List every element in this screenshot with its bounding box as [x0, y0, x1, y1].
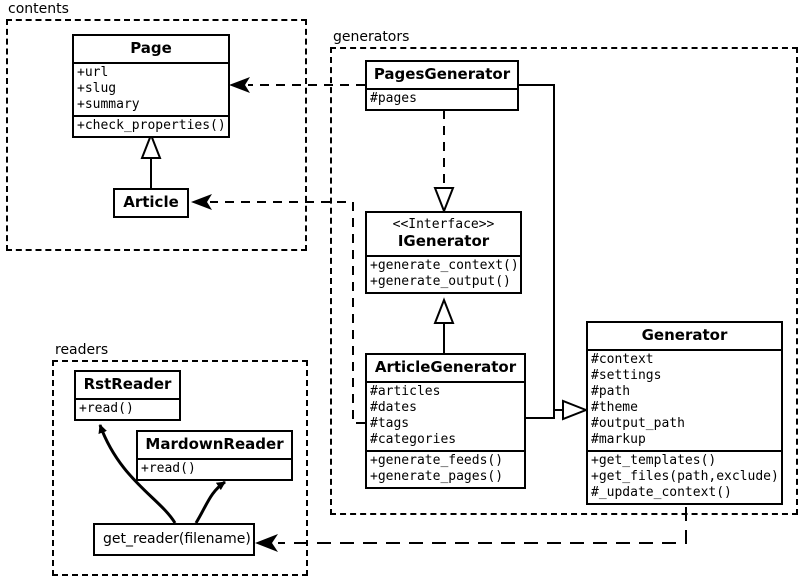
class-igenerator[interactable]: <<Interface>> IGenerator +generate_conte…: [365, 211, 522, 294]
class-article-name: Article: [123, 193, 179, 211]
class-article[interactable]: Article: [113, 188, 189, 218]
operation-row: +get_files(path,exclude): [591, 469, 779, 484]
operation-row: +read(): [141, 461, 196, 476]
class-rstreader-operations: +read(): [76, 398, 179, 419]
class-igenerator-label: IGenerator: [397, 232, 490, 250]
package-contents: [6, 19, 307, 251]
attribute-row: #articles: [370, 384, 441, 399]
relation-pagesgenerator-realizes-igenerator: [433, 110, 455, 214]
attribute-row: #markup: [591, 432, 646, 447]
package-generators: [330, 47, 798, 515]
class-articlegenerator-attributes: #articles #dates #tags #categories: [367, 381, 524, 450]
attribute-row: #theme: [591, 400, 638, 415]
class-generator-operations: +get_templates() +get_files(path,exclude…: [588, 450, 781, 503]
relation-getreader-calls-mardownreader: [194, 480, 226, 524]
relation-articlegenerator-generalizes-generator: [526, 399, 589, 421]
attribute-row: #categories: [370, 432, 457, 447]
operation-row: +generate_output(): [370, 274, 511, 289]
class-generator[interactable]: Generator #context #settings #path #them…: [586, 321, 783, 505]
class-generator-attributes: #context #settings #path #theme #output_…: [588, 349, 781, 450]
operation-row: +check_properties(): [77, 118, 226, 133]
class-mardownreader-name: MardownReader: [145, 435, 284, 453]
attribute-row: #pages: [370, 91, 417, 106]
package-readers: [52, 360, 308, 576]
relation-articlegenerator-generalizes-igenerator: [433, 297, 455, 353]
attribute-row: #settings: [591, 368, 662, 383]
attribute-row: #path: [591, 384, 631, 399]
package-contents-label: contents: [6, 1, 71, 17]
class-mardownreader-operations: +read(): [138, 458, 291, 479]
class-articlegenerator[interactable]: ArticleGenerator #articles #dates #tags …: [365, 353, 526, 489]
relation-pagesgenerator-depends-page: [229, 77, 365, 93]
package-readers-label: readers: [53, 342, 111, 358]
relation-articlegenerator-depends-article: [191, 194, 365, 424]
attribute-row: +slug: [77, 81, 117, 96]
function-get-reader[interactable]: get_reader(filename): [93, 523, 255, 556]
class-igenerator-stereotype: <<Interface>>: [392, 217, 495, 232]
operation-row: +generate_feeds(): [370, 453, 504, 468]
operation-row: +generate_pages(): [370, 469, 504, 484]
attribute-row: +url: [77, 65, 109, 80]
operation-row: +read(): [79, 401, 134, 416]
class-articlegenerator-operations: +generate_feeds() +generate_pages(): [367, 450, 524, 487]
class-page-attributes: +url +slug +summary: [74, 62, 228, 115]
class-page-operations: +check_properties(): [74, 115, 228, 136]
relation-generator-depends-getreader: [255, 507, 687, 552]
class-pagesgenerator[interactable]: PagesGenerator #pages: [365, 60, 519, 111]
class-generator-name: Generator: [641, 326, 728, 344]
package-generators-label: generators: [331, 29, 412, 45]
operation-row: #_update_context(): [591, 485, 732, 500]
class-pagesgenerator-attributes: #pages: [367, 88, 517, 109]
attribute-row: +summary: [77, 97, 140, 112]
relation-article-generalizes-page: [140, 132, 162, 188]
class-articlegenerator-name: ArticleGenerator: [374, 358, 517, 376]
class-igenerator-name: <<Interface>> IGenerator: [367, 213, 520, 255]
function-get-reader-label: get_reader(filename): [103, 531, 251, 547]
attribute-row: #tags: [370, 416, 410, 431]
operation-row: +generate_context(): [370, 258, 519, 273]
class-mardownreader[interactable]: MardownReader +read(): [136, 430, 293, 481]
class-rstreader-name: RstReader: [83, 375, 172, 393]
class-page-name: Page: [130, 39, 172, 57]
attribute-row: #context: [591, 352, 654, 367]
class-pagesgenerator-name: PagesGenerator: [373, 65, 511, 83]
operation-row: +get_templates(): [591, 453, 717, 468]
class-igenerator-operations: +generate_context() +generate_output(): [367, 255, 520, 292]
attribute-row: #dates: [370, 400, 417, 415]
class-rstreader[interactable]: RstReader +read(): [74, 370, 181, 421]
attribute-row: #output_path: [591, 416, 685, 431]
class-page[interactable]: Page +url +slug +summary +check_properti…: [72, 34, 230, 138]
relation-getreader-calls-rstreader: [98, 424, 177, 524]
